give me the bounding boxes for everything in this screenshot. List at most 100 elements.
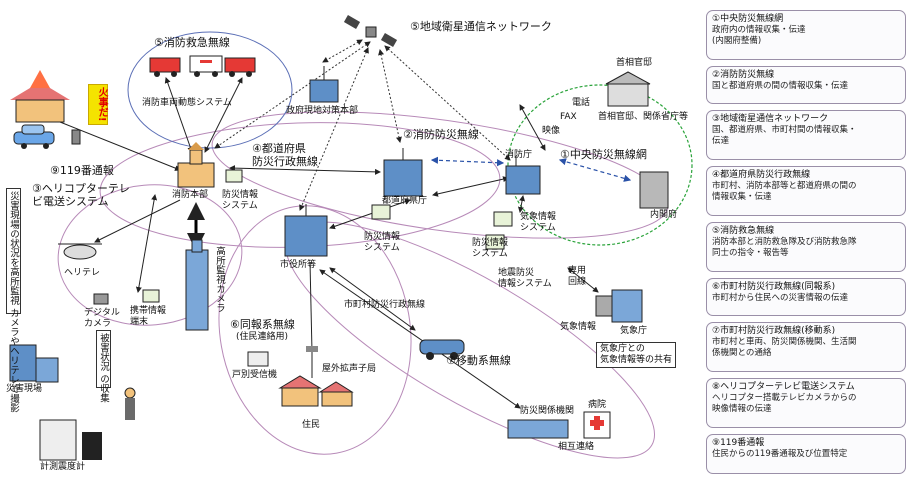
disaster-site-camera-note: 災害現場の状況を高所監視 カメラやヘリテレで撮影 <box>6 188 21 413</box>
legend-desc: 市町村から住民への災害情報の伝達 <box>712 293 849 303</box>
cabinet-office-icon <box>639 171 669 209</box>
home-receiver-label: 戸別受信機 <box>232 370 278 380</box>
legend-desc: 消防本部と消防救急隊及び消防救急隊 同士の指令・報告等 <box>712 237 857 258</box>
legend-title: ③地域衛星通信ネットワーク <box>712 114 829 124</box>
ellipse-heli-tv <box>57 184 243 326</box>
central-disaster-radio-label: ①中央防災無線網 <box>560 148 647 161</box>
municipal-info-system-label: 防災情報 システム <box>472 238 509 259</box>
fax-label: FAX <box>560 112 577 122</box>
seismometer-label: 計測震度計 <box>40 462 86 472</box>
fire-truck-icon-2 <box>224 57 256 77</box>
central-links <box>430 156 632 182</box>
ellipse-fire-emergency-radio <box>127 31 293 149</box>
computer-icon-pref <box>142 169 513 303</box>
mobile-terminal-label: 携帯情報 端末 <box>130 306 167 327</box>
gov-hq-label: 政府現地対策本部 <box>286 106 359 116</box>
weather-info-label: 気象情報 <box>560 322 597 332</box>
jma-share-label: 気象庁との 気象情報等の共有 <box>596 342 677 368</box>
related-agencies-label: 防災関係機関 <box>520 406 575 416</box>
disaster-site-label: 災害現場 <box>6 384 43 394</box>
disaster-site-building-icon <box>9 344 59 383</box>
mutual-contact-label: 相互連絡 <box>558 442 595 452</box>
satellite-icon <box>343 15 398 47</box>
solid-links <box>59 77 599 409</box>
legend-item: ③地域衛星通信ネットワーク 国、都道府県、市町村間の情報収集・ 伝達 <box>706 110 906 160</box>
legend-item: ②消防防災無線 国と都道府県の間の情報収集・伝達 <box>706 66 906 104</box>
legend-item: ⑧ヘリコプターテレビ電送システム ヘリコプター搭載テレビカメラからの 映像情報の… <box>706 378 906 428</box>
prefectural-radio-label: ④都道府県 防災行政無線 <box>252 142 318 168</box>
pref-info-system-label: 防災情報 システム <box>364 232 401 253</box>
legend-item: ④都道府県防災行政無線 市町村、消防本部等と都道府県の間の 情報収集・伝達 <box>706 166 906 216</box>
legend-title: ⑥市町村防災行政無線(同報系) <box>712 282 836 292</box>
outdoor-speaker-label: 屋外拡声子局 <box>322 364 377 374</box>
num119-label: ⑨119番通報 <box>50 164 114 177</box>
home-receiver-icon <box>247 351 269 367</box>
high-tower-icon <box>185 239 209 331</box>
collect-info-note: 被害状況 の収集 <box>96 330 111 403</box>
fire-hq-building-icon <box>177 142 215 188</box>
pm-ministries-label: 首相官邸、関係省庁等 <box>598 112 689 122</box>
legend-desc: 国と都道府県の間の情報収集・伝達 <box>712 81 849 91</box>
cabinet-office-label: 内閣府 <box>650 210 678 220</box>
legend-desc: 住民からの119番通報及び位置特定 <box>712 449 848 459</box>
prefecture-office-label: 都道府県庁 <box>382 196 428 206</box>
related-agencies-icon <box>507 419 569 439</box>
legend-desc: 市町村と車両、防災関係機関、生活関 係機関との通絡 <box>712 337 857 358</box>
person-icon <box>124 387 136 420</box>
legend-title: ⑦市町村防災行政無線(移動系) <box>712 326 836 336</box>
gov-hq-building-icon <box>309 66 339 103</box>
pm-residence-icon <box>605 71 651 107</box>
fire-alert-bubble: 火事だ! <box>88 84 108 125</box>
residents-label: 住民 <box>302 420 321 430</box>
legend-desc: 国、都道府県、市町村間の情報収集・ 伝達 <box>712 125 857 146</box>
outdoor-speaker-icon <box>306 346 318 378</box>
jma-info-system-label: 気象情報 システム <box>520 212 557 233</box>
heli-tv-label: ③ヘリコプターテレ ビ電送システム <box>32 182 130 208</box>
legend-title: ⑨119番通報 <box>712 438 765 448</box>
helicopter-icon <box>58 243 102 260</box>
legend-desc: 政府内の情報収集・伝達 (内閣府整備) <box>712 25 806 46</box>
fire-emergency-radio-label: ⑤消防救急無線 <box>154 36 230 49</box>
phone-label: 電話 <box>572 98 591 108</box>
legend-title: ①中央防災無線網 <box>712 14 784 24</box>
mobile-car-icon <box>419 339 465 360</box>
fire-truck-icon <box>149 57 181 77</box>
legend-item: ⑥市町村防災行政無線(同報系) 市町村から住民への災害情報の伝達 <box>706 278 906 316</box>
municipal-radio-label: 市町村防災行政無線 <box>344 300 426 310</box>
legend-desc: 市町村、消防本部等と都道府県の間の 情報収集・伝達 <box>712 181 857 202</box>
video-label: 映像 <box>542 126 561 136</box>
resident-broadcast-label: (住民連絡用) <box>236 332 289 342</box>
residents-houses-icon <box>278 375 354 407</box>
legend-title: ⑤消防救急無線 <box>712 226 775 236</box>
pm-residence-label: 首相官邸 <box>616 58 653 68</box>
camera-icon <box>93 293 109 305</box>
legend-title: ⑧ヘリコプターテレビ電送システム <box>712 382 855 392</box>
hospital-icon <box>583 411 611 439</box>
prefecture-building-icon <box>383 148 423 197</box>
hospital-label: 病院 <box>588 400 607 410</box>
city-hall-building-icon <box>284 204 328 257</box>
high-camera-label: 高所監視カメラ <box>214 246 225 313</box>
fire-hq-label: 消防本部 <box>172 190 209 200</box>
heli-tele-label: ヘリテレ <box>64 268 101 278</box>
broadcast-radio-label: ⑥同報系無線 <box>230 318 295 331</box>
jma-label: 気象庁 <box>620 326 648 336</box>
satellite-net-label: ⑤地域衛星通信ネットワーク <box>410 20 552 33</box>
dedicated-line-label: 専用 回線 <box>568 266 587 287</box>
city-hall-label: 市役所等 <box>280 260 317 270</box>
fire-agency-building-icon <box>505 156 541 195</box>
seismometer-icon <box>39 419 102 461</box>
ambulance-icon <box>189 55 223 77</box>
burning-house-icon <box>10 70 70 123</box>
legend-desc: ヘリコプター搭載テレビカメラからの 映像情報の伝達 <box>712 393 857 414</box>
legend-item: ⑨119番通報 住民からの119番通報及び位置特定 <box>706 434 906 474</box>
jma-building-icon <box>595 289 643 323</box>
fire-agency-label: 消防庁 <box>505 150 533 160</box>
fire-disaster-radio-label: ②消防防災無線 <box>403 128 479 141</box>
legend-title: ④都道府県防災行政無線 <box>712 170 811 180</box>
legend-item: ⑦市町村防災行政無線(移動系) 市町村と車両、防災関係機関、生活関 係機関との通… <box>706 322 906 372</box>
legend-title: ②消防防災無線 <box>712 70 775 80</box>
ground-info-label: 地震防災 情報システム <box>498 268 552 289</box>
